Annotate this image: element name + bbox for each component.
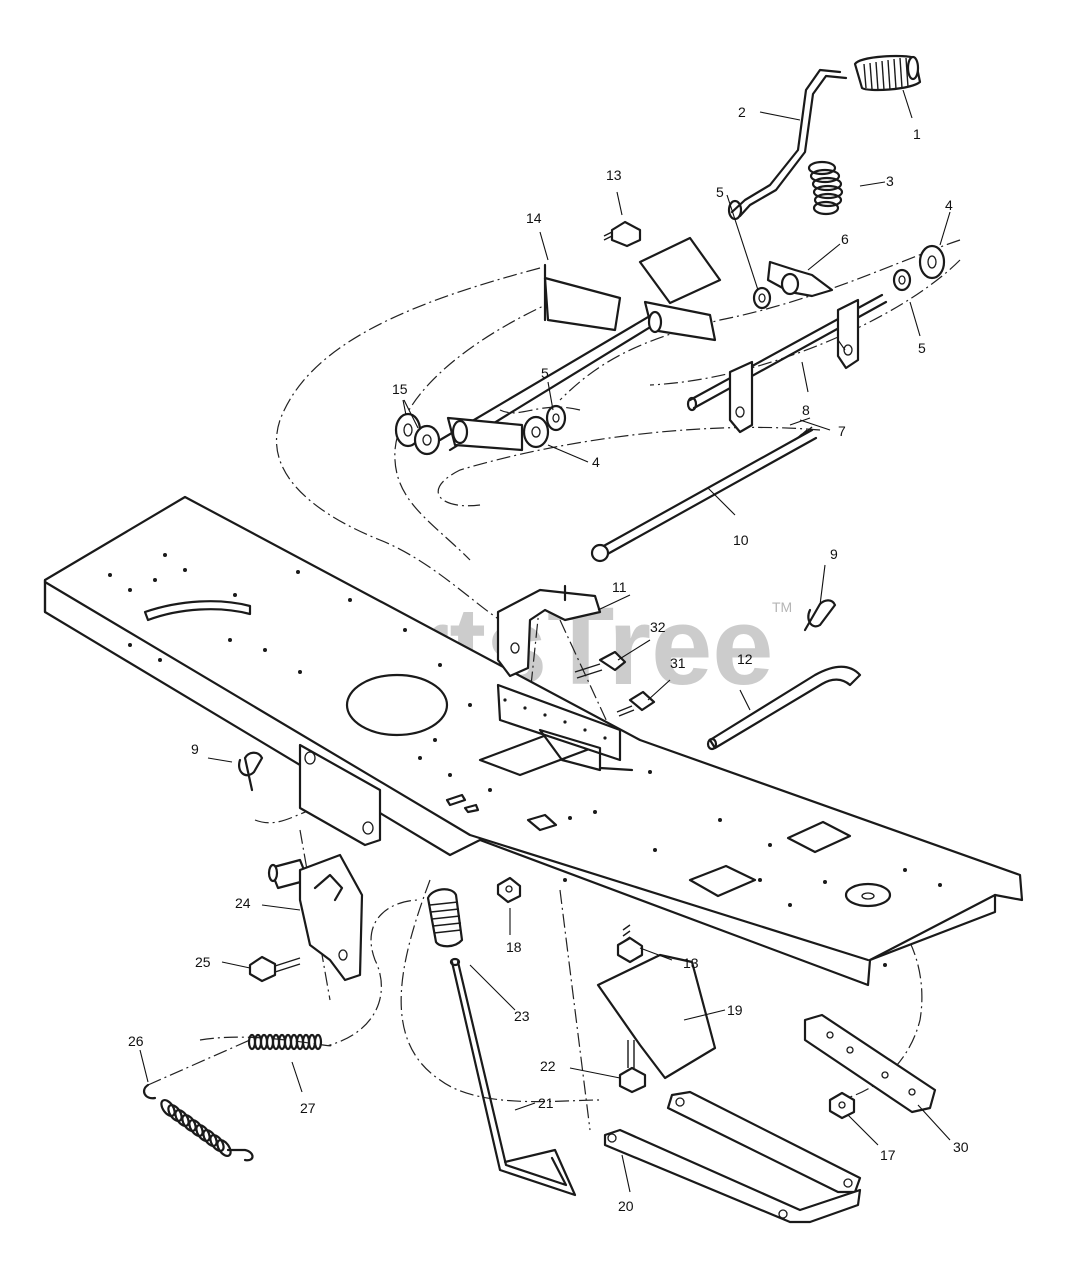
callout-9a: 9 <box>191 741 199 757</box>
callout-11: 11 <box>612 579 627 595</box>
frame <box>43 495 1024 987</box>
clip-9-right <box>803 599 837 632</box>
lift-lever <box>727 68 848 221</box>
callout-22: 22 <box>540 1058 556 1074</box>
callout-4b: 4 <box>592 454 600 470</box>
callout-9b: 9 <box>830 546 838 562</box>
callout-17: 17 <box>880 1147 896 1163</box>
rod-10 <box>590 426 818 563</box>
callout-5c: 5 <box>918 340 926 356</box>
bolt-top <box>603 220 642 248</box>
lift-shaft-assembly <box>394 236 946 456</box>
callout-6: 6 <box>841 231 849 247</box>
plate-30 <box>803 1013 937 1114</box>
callout-30: 30 <box>953 1139 969 1155</box>
callout-8a: 8 <box>802 402 810 418</box>
callout-3: 3 <box>886 173 894 189</box>
callout-20: 20 <box>618 1198 634 1214</box>
bracket-11 <box>496 584 602 678</box>
callout-27: 27 <box>300 1100 316 1116</box>
pedal-grip-23 <box>426 888 464 948</box>
callout-5a: 5 <box>716 184 724 200</box>
pedal-bracket-24 <box>267 853 364 982</box>
callout-23: 23 <box>514 1008 530 1024</box>
callout-31: 31 <box>670 655 686 671</box>
callout-1: 1 <box>913 126 921 142</box>
callout-4a: 4 <box>945 197 953 213</box>
spring-26 <box>142 1083 254 1162</box>
callout-25: 25 <box>195 954 211 970</box>
clip-9-left <box>238 751 264 792</box>
leader-lines <box>139 89 951 1193</box>
callout-32: 32 <box>650 619 666 635</box>
bolt-31 <box>616 690 656 717</box>
callout-13b: 13 <box>683 955 699 971</box>
callout-12: 12 <box>737 651 753 667</box>
lift-spring <box>807 160 844 216</box>
bolt-22 <box>618 1040 647 1094</box>
rod-12 <box>706 665 862 751</box>
left-plate <box>298 743 382 847</box>
callout-5b: 5 <box>541 365 549 381</box>
callout-labels: 1 2 3 4 4 5 5 5 6 7 7 8 8 9 9 10 11 12 1… <box>128 104 969 1214</box>
callout-21: 21 <box>538 1095 554 1111</box>
spring-27 <box>247 1033 323 1051</box>
callout-14: 14 <box>526 210 542 226</box>
handle-grip <box>853 54 922 92</box>
pedal-rod-21 <box>449 957 577 1197</box>
callout-19: 19 <box>727 1002 743 1018</box>
bolt-32 <box>574 650 627 679</box>
callout-15: 15 <box>392 381 408 397</box>
nut-18 <box>496 876 522 904</box>
bolt-25 <box>248 955 301 983</box>
watermark-trademark: TM <box>772 599 792 615</box>
callout-18: 18 <box>506 939 522 955</box>
callout-7a: 7 <box>838 423 846 439</box>
callout-13a: 13 <box>606 167 622 183</box>
slotted-bracket <box>496 683 634 772</box>
callout-2: 2 <box>738 104 746 120</box>
callout-10: 10 <box>733 532 749 548</box>
callout-24: 24 <box>235 895 251 911</box>
callout-26: 26 <box>128 1033 144 1049</box>
nut-17 <box>828 1091 856 1120</box>
bolt-13-bottom <box>616 924 644 964</box>
link-20 <box>603 1090 862 1224</box>
